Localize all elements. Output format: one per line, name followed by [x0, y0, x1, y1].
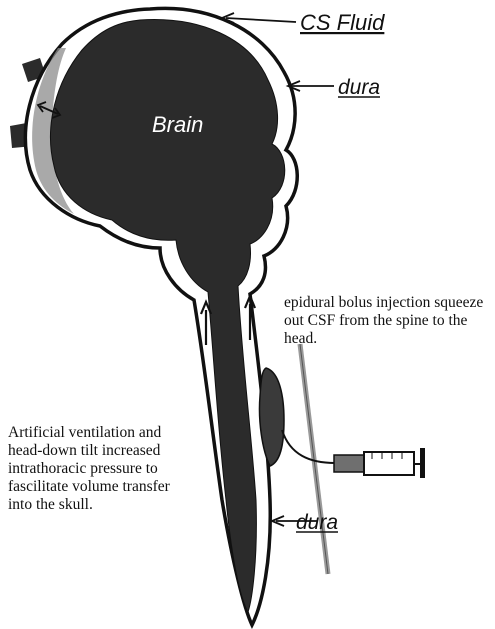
dura-top-pointer: [288, 81, 334, 91]
ventilation-annotation-line-3: intrathoracic pressure to: [8, 460, 158, 477]
injection-tubing: [282, 430, 335, 463]
dura-bottom-label: dura: [296, 511, 338, 534]
syringe: [334, 448, 425, 478]
epidural-annotation-line-2: out CSF from the spine to the: [284, 312, 468, 329]
ventilation-annotation-line-2: head-down tilt increased: [8, 442, 161, 459]
ventilation-annotation-line-1: Artificial ventilation and: [8, 424, 161, 441]
ventilation-annotation: Artificial ventilation and head-down til…: [8, 424, 171, 513]
epidural-annotation-line-1: epidural bolus injection squeeze: [284, 294, 483, 311]
epidural-annotation-line-3: head.: [284, 330, 317, 347]
ventilation-annotation-line-5: into the skull.: [8, 496, 93, 513]
cs-fluid-label: CS Fluid: [300, 10, 385, 35]
ventilation-annotation-line-4: fascilitate volume transfer: [8, 478, 171, 495]
epidural-annotation: epidural bolus injection squeeze out CSF…: [284, 294, 483, 347]
cs-fluid-pointer: [222, 13, 296, 23]
brain-label: Brain: [152, 112, 203, 137]
dura-top-label: dura: [338, 76, 380, 99]
